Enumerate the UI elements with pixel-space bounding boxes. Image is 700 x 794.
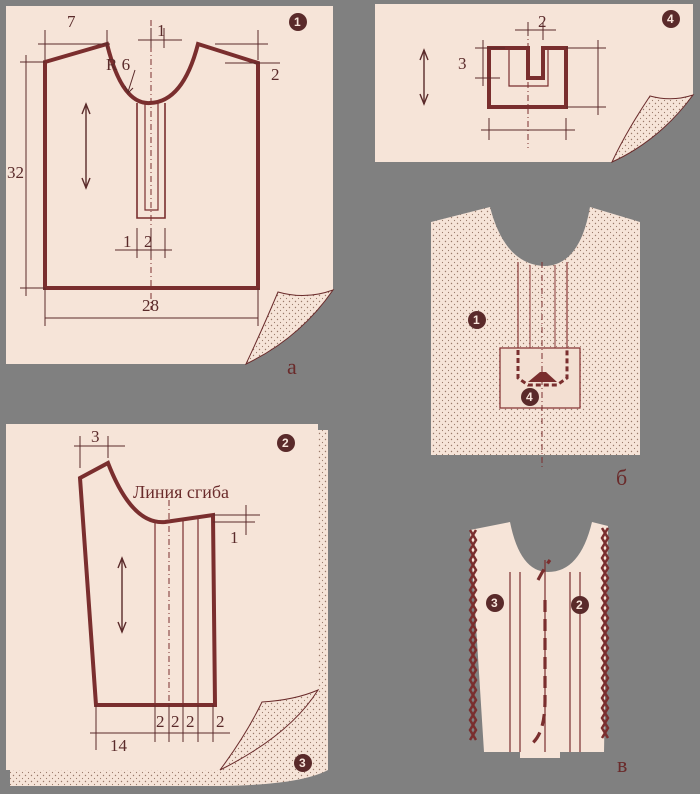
dim-2-bottom: 14 [110, 736, 128, 755]
svg-text:1: 1 [473, 313, 480, 327]
badge-b-4: 4 [521, 388, 539, 406]
dim-4-left: 3 [458, 54, 467, 73]
svg-text:3: 3 [299, 756, 306, 770]
panel-a: 7 R 6 1 2 32 1 2 28 1 а [6, 6, 335, 379]
panel-sleeve: 3 1 Линия сгиба 2 2 2 2 14 2 3 [6, 424, 328, 786]
svg-text:3: 3 [491, 596, 498, 610]
panel-2-page-curl [219, 688, 320, 771]
svg-text:2: 2 [282, 436, 289, 450]
dim-radius: R 6 [106, 55, 130, 74]
panel-4-page-curl [610, 94, 695, 164]
badge-b-1: 1 [468, 311, 486, 329]
badge-1: 1 [289, 13, 307, 31]
svg-text:4: 4 [526, 390, 533, 404]
panel-v-garment [470, 522, 608, 758]
dim-pleat-3: 2 [186, 712, 195, 731]
front-piece-outline [43, 41, 260, 290]
badge-v-3: 3 [486, 594, 504, 612]
dim-pleat-2: 2 [171, 712, 180, 731]
fold-line-label: Линия сгиба [133, 482, 229, 502]
svg-text:4: 4 [667, 12, 674, 26]
dim-pleat-1: 2 [156, 712, 165, 731]
dim-shoulder: 2 [271, 65, 280, 84]
svg-text:2: 2 [576, 598, 583, 612]
panel-4-paper [375, 4, 693, 162]
dim-top-center: 1 [157, 21, 166, 40]
svg-text:1: 1 [294, 15, 301, 29]
grain-arrow-2 [117, 556, 127, 634]
panel-a-paper [6, 6, 333, 364]
badge-v-2: 2 [571, 596, 589, 614]
caption-v: в [617, 752, 627, 777]
badge-2: 2 [277, 434, 295, 452]
grain-arrow-4 [419, 48, 429, 106]
stitch-line [529, 559, 552, 747]
panel-a-dimension-lines [20, 28, 280, 326]
badge-3: 3 [294, 754, 312, 772]
caption-b: б [616, 465, 627, 490]
dim-slit-left: 1 [123, 232, 132, 251]
badge-4: 4 [662, 10, 680, 28]
dim-2-right: 1 [230, 528, 239, 547]
sleeve-piece-outline [77, 460, 218, 707]
caption-a: а [287, 354, 297, 379]
dim-2-top: 3 [91, 427, 100, 446]
grain-arrow [81, 102, 91, 190]
panel-v: 3 2 в [468, 522, 627, 777]
dim-height: 32 [7, 163, 24, 182]
dim-slit-right: 2 [144, 232, 153, 251]
panel-a-page-curl [244, 288, 335, 366]
panel-facing-4: 2 3 4 [375, 4, 695, 164]
dim-7: 7 [67, 12, 76, 31]
panel-b-front [431, 207, 640, 455]
dim-width: 28 [142, 296, 159, 315]
dim-pleat-4: 2 [216, 712, 225, 731]
panel-b: 1 4 б [431, 207, 640, 490]
dim-4-top: 2 [538, 12, 547, 31]
